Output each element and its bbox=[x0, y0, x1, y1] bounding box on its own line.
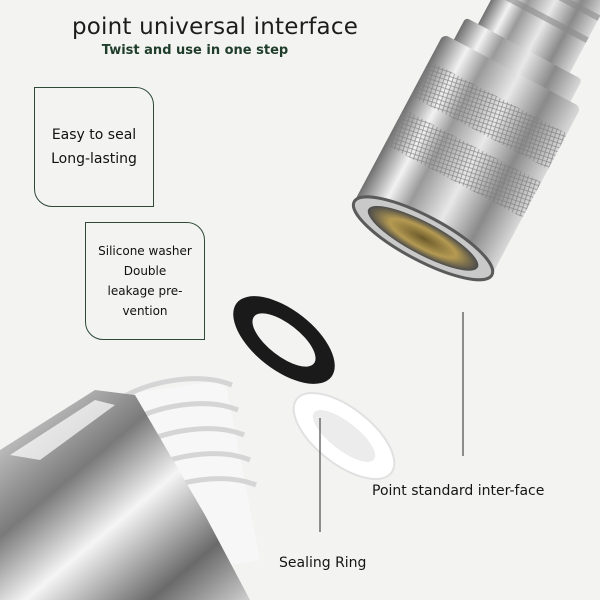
callout-washer: Silicone washer Double leakage pre- vent… bbox=[85, 222, 205, 340]
callout-line: Easy to seal bbox=[51, 127, 137, 143]
callout-line: vention bbox=[122, 304, 168, 318]
shower-hose-connector bbox=[351, 0, 600, 282]
hose-rings bbox=[475, 0, 600, 78]
sealing-ring-label: Sealing Ring bbox=[279, 555, 367, 571]
callout-line: leakage pre- bbox=[107, 284, 183, 298]
lower-connector bbox=[0, 376, 260, 600]
black-washer bbox=[233, 296, 335, 384]
callout-seal: Easy to seal Long-lasting bbox=[34, 87, 154, 207]
interface-label: Point standard inter-face bbox=[372, 483, 545, 499]
callout-line: Double bbox=[123, 264, 167, 278]
callout-line: Silicone washer bbox=[98, 244, 192, 258]
clear-sealing-ring bbox=[292, 391, 396, 481]
page-subtitle: Twist and use in one step bbox=[101, 43, 289, 58]
callout-line: Long-lasting bbox=[51, 151, 137, 167]
page-title: point universal interface bbox=[71, 14, 359, 40]
